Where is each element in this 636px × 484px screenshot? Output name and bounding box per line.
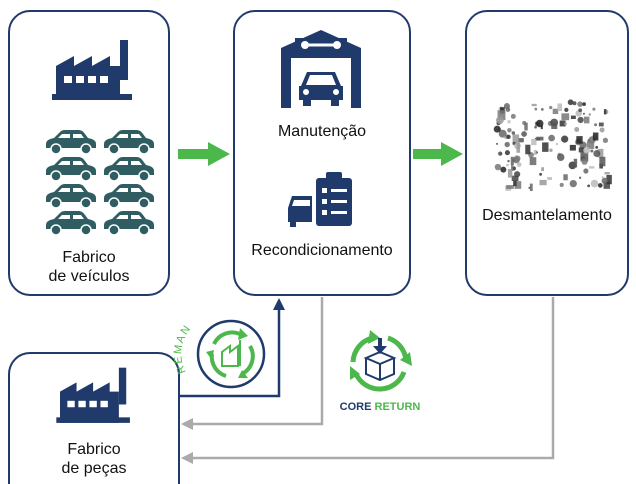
car-icon: [46, 157, 96, 182]
car-icon: [46, 211, 96, 236]
parts-factory-label: Fabrico de peças: [8, 440, 180, 478]
car-icon: [104, 130, 154, 155]
core-return-label: CORE RETURN: [340, 401, 421, 413]
core-text: CORE: [340, 401, 375, 413]
return-line-service-to-parts: [192, 297, 324, 426]
car-icon-grid: [46, 130, 154, 236]
return-text: RETURN: [375, 401, 421, 413]
return-line-dismantling-to-parts: [192, 297, 555, 460]
return-arrowhead-upper: [181, 418, 193, 430]
vehicle-factory-label: Fabrico de veículos: [8, 248, 170, 286]
factory-icon: [56, 367, 130, 423]
vehicle-factory-label-line2: de veículos: [48, 268, 130, 285]
car-icon: [104, 211, 154, 236]
mini-factory-icon: [221, 340, 241, 367]
reman-line-parts-to-service: [180, 308, 281, 398]
parts-factory-label-line1: Fabrico: [67, 441, 121, 458]
reconditioning-label: Recondicionamento: [251, 242, 393, 259]
flow-arrow-service-to-dismantling: [413, 142, 463, 166]
car-icon: [104, 157, 154, 182]
car-icon: [46, 130, 96, 155]
garage-icon: [281, 30, 361, 108]
dismantling-label: Desmantelamento: [482, 207, 612, 224]
car-checklist-icon: [288, 172, 352, 227]
factory-icon: [52, 40, 132, 100]
car-icon: [46, 184, 96, 209]
maintenance-label: Manutenção: [277, 123, 367, 140]
return-arrowhead-lower: [181, 452, 193, 464]
parts-factory-label-line2: de peças: [61, 460, 127, 477]
vehicle-factory-label-line1: Fabrico: [62, 249, 116, 266]
car-icon: [104, 184, 154, 209]
box-icon: [363, 350, 397, 382]
flow-arrow-factory-to-service: [178, 142, 230, 166]
reman-arrowhead: [273, 298, 285, 310]
